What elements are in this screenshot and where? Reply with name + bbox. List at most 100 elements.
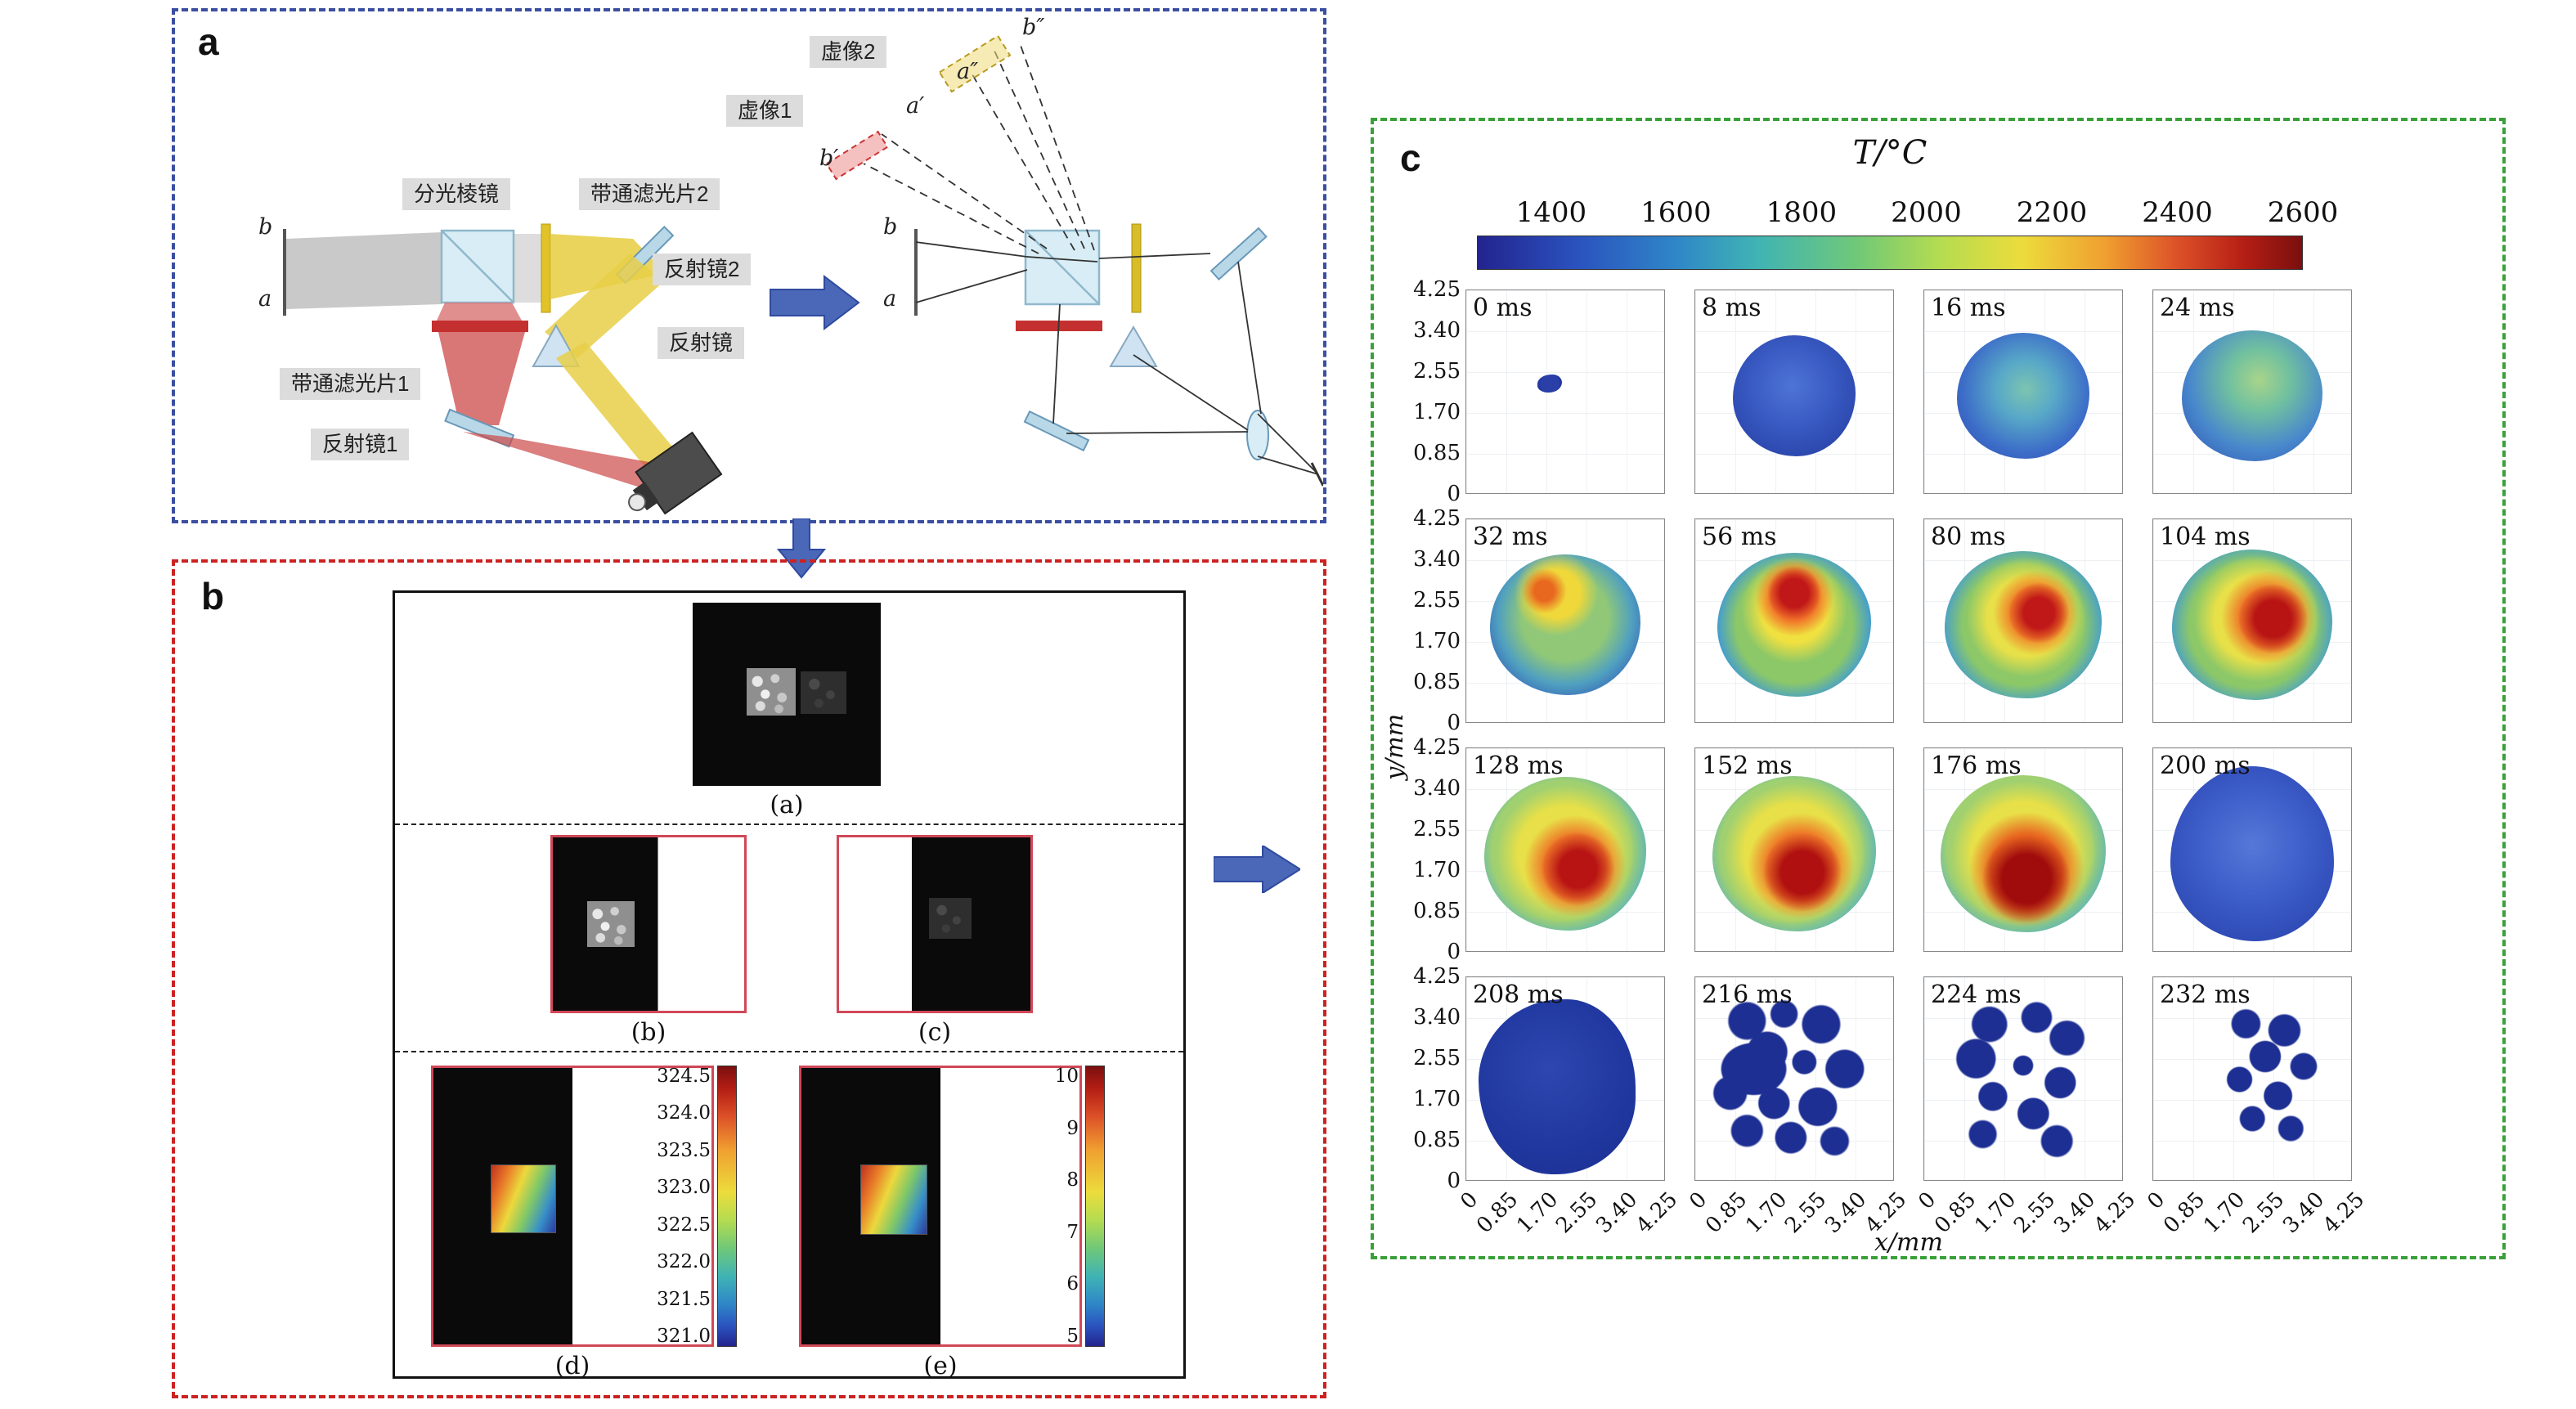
x-axis-label: x/mm (1874, 1228, 1943, 1257)
tick: 2.55 (1413, 588, 1461, 613)
tick: 1600 (1640, 196, 1712, 229)
colorbar-e-ticks: 10 9 8 7 6 5 (1020, 1066, 1079, 1347)
tick: 2.55 (1413, 817, 1461, 841)
tick: 322.5 (657, 1214, 711, 1236)
tick: 0.85 (1413, 899, 1461, 923)
ray-lines (915, 241, 1323, 487)
tick: 3.40 (1413, 318, 1461, 343)
heatmap-frame-232ms: 232 ms (2152, 976, 2352, 1181)
frame-time-label: 208 ms (1473, 980, 1564, 1009)
y-axis-ticks-row-3: 4.25 3.40 2.55 1.70 0.85 0 (1403, 737, 1461, 963)
tick: 0 (1456, 1187, 1483, 1214)
heatmap-grid: 0 ms 8 ms 16 ms 24 ms 32 ms 56 ms (1465, 289, 2352, 1181)
heatmap-frame-8ms: 8 ms (1694, 289, 1894, 494)
optics-right-diagram (825, 34, 1323, 487)
section-divider (395, 823, 1183, 825)
droplet-temperature-blob (1712, 775, 1876, 931)
droplet-temperature-blob (1939, 996, 2107, 1169)
label-virtual-image-1: 虚像1 (726, 95, 804, 127)
frame-time-label: 56 ms (1702, 523, 1777, 551)
tick: 4.25 (1413, 735, 1461, 760)
ray-label-a-left: a (258, 286, 272, 312)
tick: 4.25 (1413, 506, 1461, 531)
section-divider (395, 1051, 1183, 1052)
droplet-temperature-blob (2182, 1000, 2343, 1164)
panel-a-optical-setup: a (172, 8, 1326, 523)
droplet-temperature-blob (1484, 776, 1646, 931)
mirror-1-right (1023, 410, 1090, 452)
tick: 1800 (1766, 196, 1838, 229)
tick: 2000 (1891, 196, 1962, 229)
red-beam (437, 303, 522, 321)
ray-label-b-left: b (258, 214, 273, 240)
droplet-temperature-blob (1537, 375, 1562, 393)
mirror-prism-right (1109, 325, 1158, 367)
ray-label-b-prime: b′ (819, 146, 839, 171)
tick: 0 (1447, 1169, 1461, 1193)
droplet-temperature-blob (1490, 554, 1640, 695)
tick: 6 (1066, 1273, 1079, 1295)
channel-2-droplet (929, 898, 972, 939)
droplet-temperature-blob (1733, 334, 1856, 456)
panel-b-letter: b (201, 575, 225, 617)
frame-time-label: 0 ms (1473, 294, 1533, 322)
tick: 1400 (1515, 196, 1587, 229)
colorbar-title: T/°C (1852, 134, 1928, 172)
droplet-temperature-blob (1941, 774, 2106, 932)
heatmap-frame-176ms: 176 ms (1923, 747, 2123, 952)
optics-left-diagram (283, 223, 723, 515)
channel-1-droplet (587, 901, 635, 947)
yellow-beam (550, 234, 666, 299)
tick: 324.0 (657, 1102, 711, 1124)
droplet-temperature-blob (2170, 765, 2334, 941)
tick: 5 (1066, 1325, 1079, 1347)
tick: 1.70 (1413, 400, 1461, 424)
tick: 0.85 (1413, 1128, 1461, 1152)
mirror-2-right (1209, 227, 1268, 281)
tick: 3.40 (1413, 776, 1461, 801)
tick: 4.25 (1413, 964, 1461, 989)
droplet-temperature-blob (1717, 552, 1871, 697)
bandpass-filter-2 (541, 223, 551, 313)
frame-time-label: 8 ms (1702, 294, 1761, 322)
tick: 3.40 (1413, 1005, 1461, 1030)
tick: 323.0 (657, 1177, 711, 1199)
colorbar-tick-labels: 1400 1600 1800 2000 2200 2400 2600 (1477, 196, 2339, 232)
tick: 3.40 (1413, 547, 1461, 572)
label-mirror-2: 反射镜2 (653, 254, 752, 285)
ray-label-a-right: a (883, 286, 897, 312)
raw-camera-image (693, 603, 881, 786)
y-axis-label: y/mm (1380, 713, 1408, 780)
heatmap-frame-208ms: 208 ms (1465, 976, 1665, 1181)
bright-droplet-image (747, 668, 796, 716)
colorbar-d-ticks: 324.5 324.0 323.5 323.0 322.5 322.0 321.… (650, 1066, 711, 1347)
label-bandpass-filter-2: 带通滤光片2 (579, 178, 720, 210)
label-virtual-image-2: 虚像2 (810, 36, 887, 68)
frame-time-label: 232 ms (2160, 980, 2251, 1009)
temperature-map-d (491, 1164, 556, 1233)
virtual-image-red (825, 130, 889, 181)
gray-beam (286, 232, 442, 309)
frame-time-label: 200 ms (2160, 752, 2251, 780)
arrow-right-icon (770, 274, 860, 331)
frame-time-label: 80 ms (1931, 523, 2006, 551)
temperature-map-e (860, 1164, 927, 1235)
caption-d: (d) (554, 1352, 590, 1380)
tick: 322.0 (657, 1251, 711, 1273)
y-axis-ticks-row-4: 4.25 3.40 2.55 1.70 0.85 0 (1403, 966, 1461, 1191)
tick: 0 (1447, 940, 1461, 964)
frame-time-label: 152 ms (1702, 752, 1793, 780)
tick: 2200 (2016, 196, 2088, 229)
frame-time-label: 16 ms (1931, 294, 2006, 322)
caption-a: (a) (770, 791, 804, 819)
caption-e: (e) (923, 1352, 958, 1380)
tick: 321.0 (657, 1325, 711, 1347)
droplet-temperature-blob (1710, 996, 1878, 1169)
channel-1-image (550, 835, 747, 1013)
tick: 10 (1054, 1066, 1079, 1087)
virtual-image-yellow (938, 34, 1012, 93)
optics-diagram (283, 34, 1323, 515)
label-beam-splitter: 分光棱镜 (402, 178, 511, 210)
tick: 321.5 (657, 1288, 711, 1310)
